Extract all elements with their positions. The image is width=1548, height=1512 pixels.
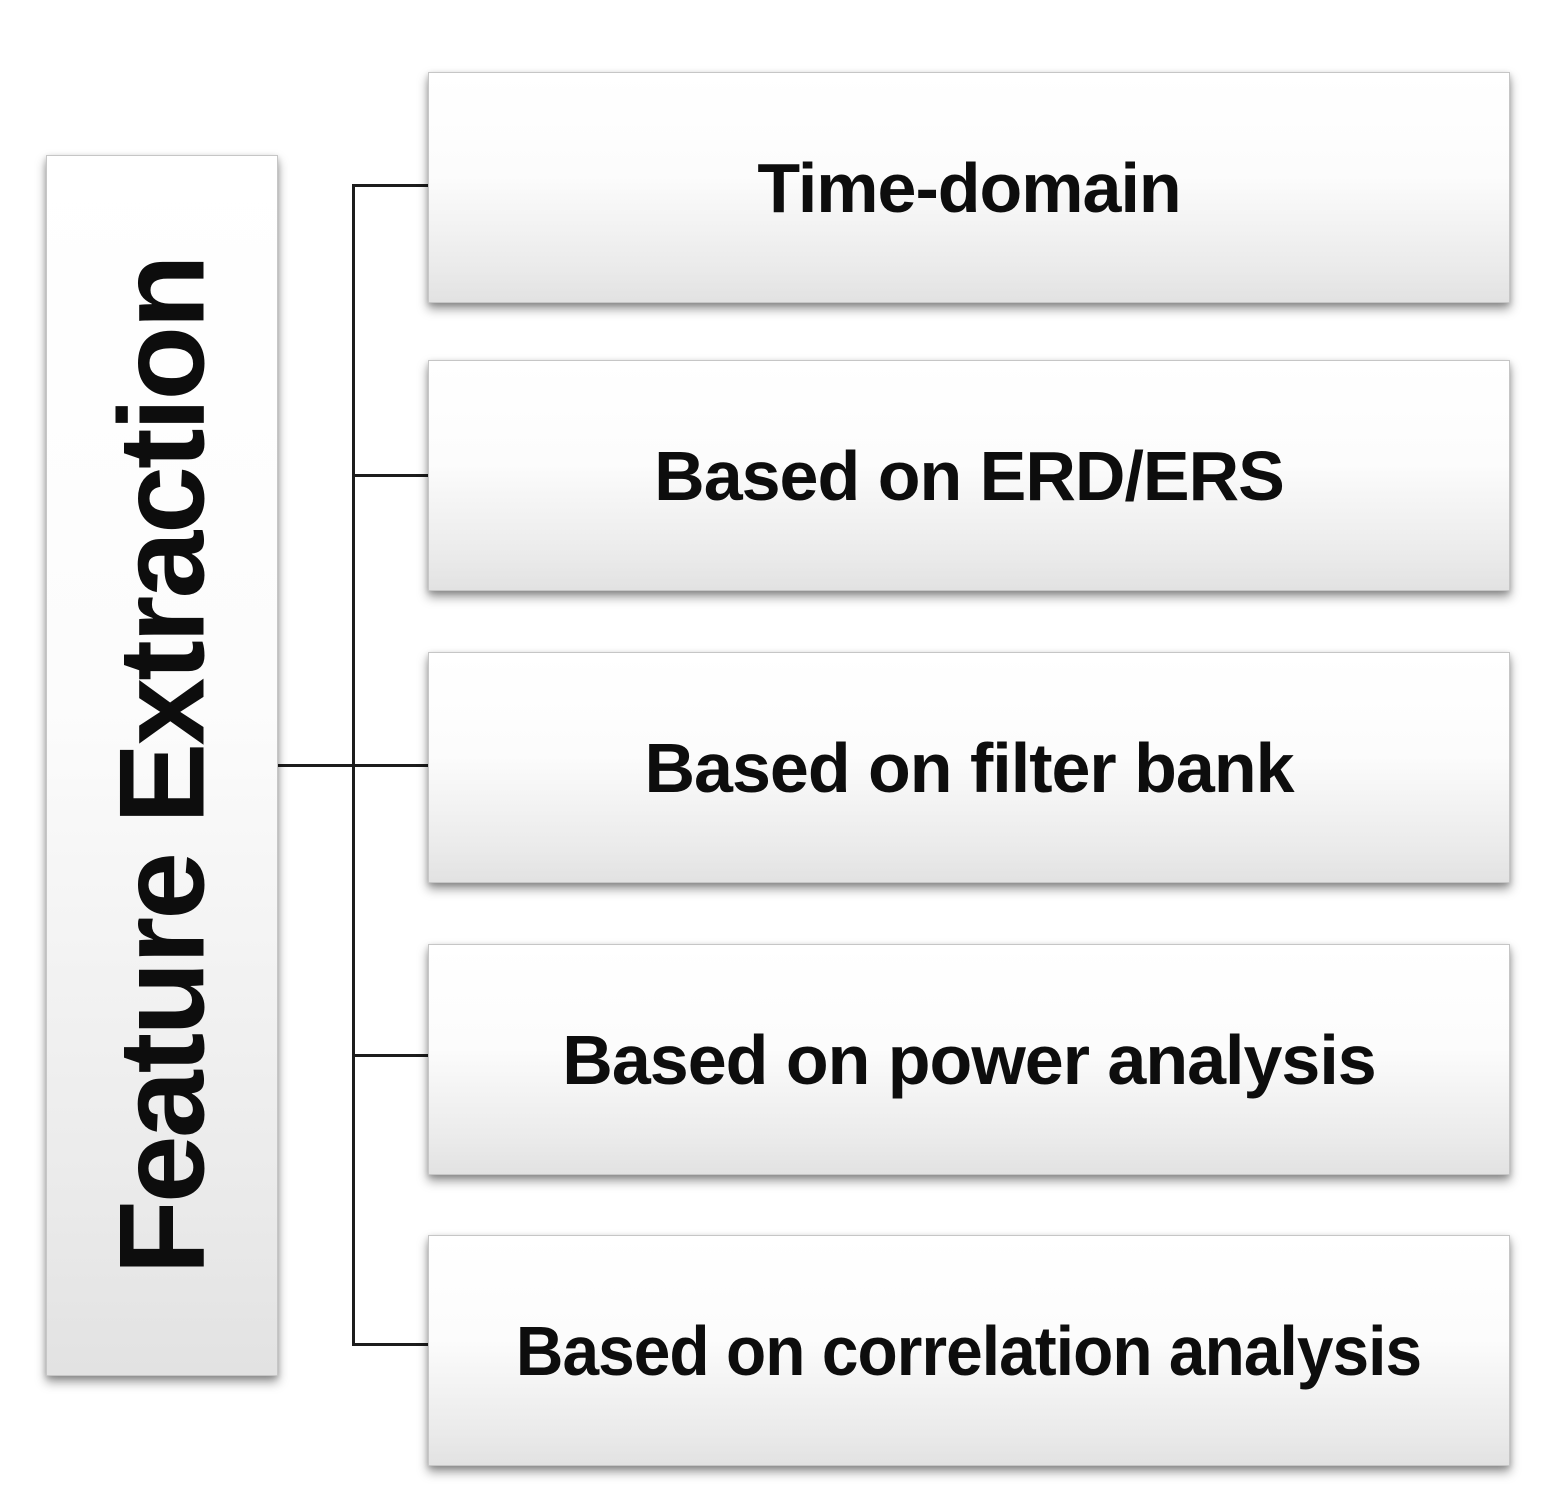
branch-node-filter-bank: Based on filter bank bbox=[428, 652, 1510, 883]
branch-label-erd-ers: Based on ERD/ERS bbox=[654, 436, 1285, 515]
branch-node-correlation-analysis: Based on correlation analysis bbox=[428, 1235, 1510, 1466]
connector-branch-1 bbox=[352, 184, 428, 187]
branch-node-time-domain: Time-domain bbox=[428, 72, 1510, 303]
connector-branch-5 bbox=[352, 1343, 428, 1346]
branch-node-erd-ers: Based on ERD/ERS bbox=[428, 360, 1510, 591]
branch-label-filter-bank: Based on filter bank bbox=[644, 728, 1294, 807]
root-node-label: Feature Extraction bbox=[94, 256, 231, 1275]
connector-branch-4 bbox=[352, 1054, 428, 1057]
connector-trunk-vertical bbox=[352, 184, 355, 1346]
branch-node-power-analysis: Based on power analysis bbox=[428, 944, 1510, 1175]
branch-label-time-domain: Time-domain bbox=[757, 148, 1181, 227]
branch-label-correlation-analysis: Based on correlation analysis bbox=[516, 1311, 1422, 1390]
root-node-feature-extraction: Feature Extraction bbox=[46, 155, 278, 1376]
connector-branch-2 bbox=[352, 474, 428, 477]
branch-label-power-analysis: Based on power analysis bbox=[562, 1020, 1376, 1099]
